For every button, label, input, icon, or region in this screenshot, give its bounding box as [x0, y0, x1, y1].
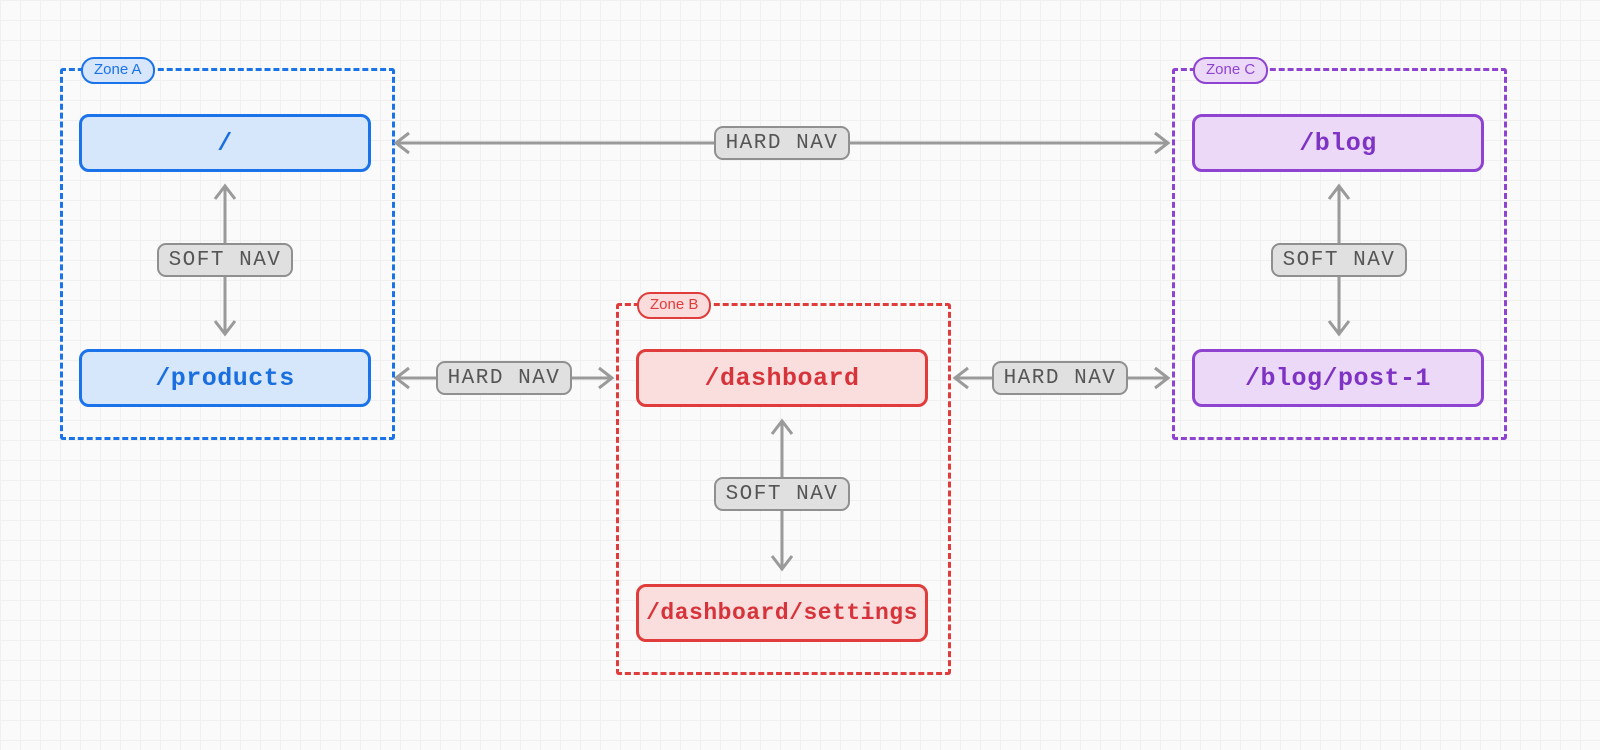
edge-label-hard-nav-root-blog[interactable]: HARD NAV [714, 126, 850, 160]
edge-label-hard-nav-dashboard-blogpost[interactable]: HARD NAV [992, 361, 1128, 395]
edge-label-hard-nav-products-dashboard[interactable]: HARD NAV [436, 361, 572, 395]
zone-a-label: Zone A [81, 57, 155, 84]
node-products[interactable]: /products [79, 349, 371, 407]
node-dashboard-settings[interactable]: /dashboard/settings [636, 584, 928, 642]
zone-c-label: Zone C [1193, 57, 1269, 84]
edge-label-soft-nav-blog-post[interactable]: SOFT NAV [1271, 243, 1407, 277]
edge-label-soft-nav-root-products[interactable]: SOFT NAV [157, 243, 293, 277]
node-blog[interactable]: /blog [1192, 114, 1484, 172]
node-dashboard[interactable]: /dashboard [636, 349, 928, 407]
zone-b-container: Zone B [616, 292, 951, 675]
zone-b-label: Zone B [637, 292, 712, 319]
edge-label-soft-nav-dashboard-settings[interactable]: SOFT NAV [714, 477, 850, 511]
zone-a-container: Zone A [60, 57, 395, 440]
zone-c-container: Zone C [1172, 57, 1507, 440]
node-root[interactable]: / [79, 114, 371, 172]
node-blog-post-1[interactable]: /blog/post-1 [1192, 349, 1484, 407]
